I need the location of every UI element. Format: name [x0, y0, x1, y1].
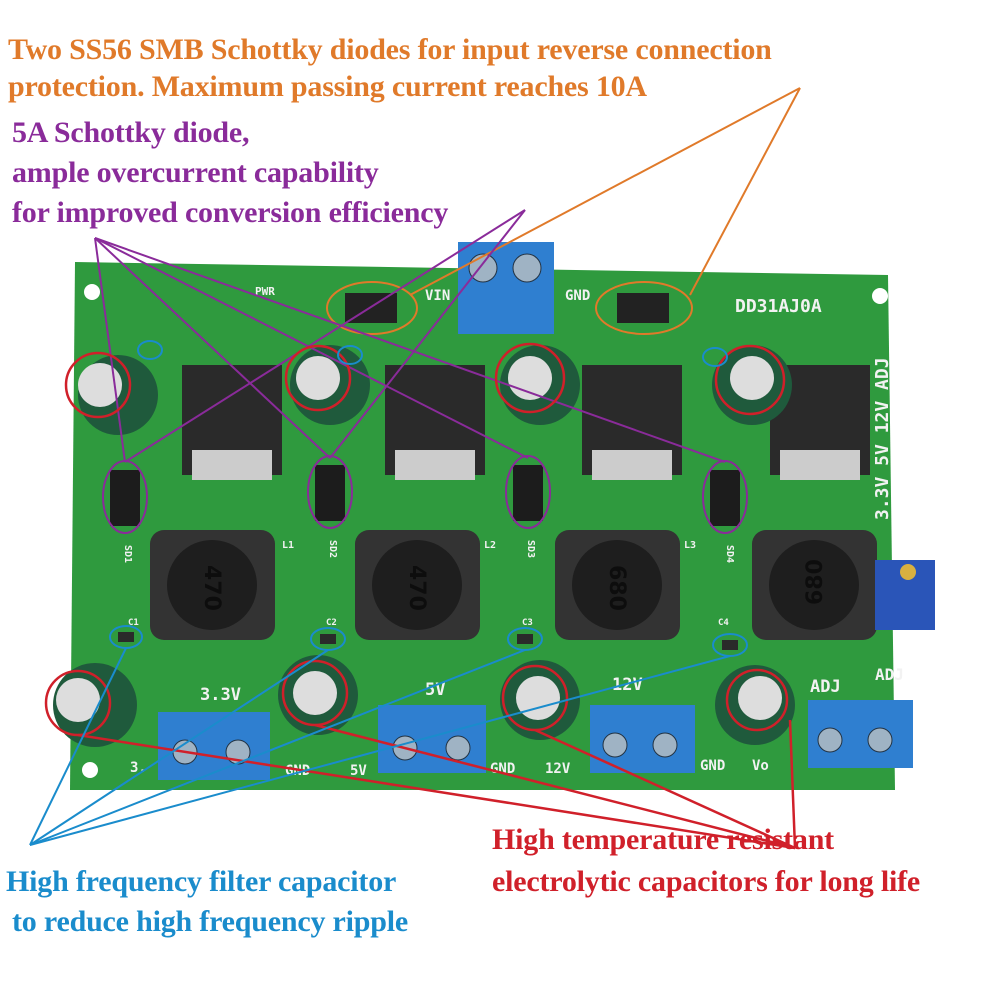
diode-5a-caption-line1: 5A Schottky diode, [12, 116, 250, 149]
terminal-label-3: 5V [350, 763, 367, 779]
output-label-2: 5V [425, 680, 445, 700]
output-label-4: ADJ [810, 677, 841, 697]
inductor-value-2: 470 [404, 565, 429, 611]
model-label: DD31AJ0A [735, 296, 822, 317]
terminal-label-5: 12V [545, 761, 571, 777]
diode-5a-caption-line2: ample overcurrent capability [12, 156, 379, 189]
adj-label: ADJ [875, 665, 904, 684]
cap-ref-3: C3 [522, 618, 533, 628]
terminal-label-4: GND [490, 761, 515, 777]
terminal-label-7: Vo [752, 758, 769, 774]
diodes-input-caption-line1: Two SS56 SMB Schottky diodes for input r… [8, 33, 772, 66]
purple-callouts [94, 209, 748, 534]
inductor-ref-2: L2 [484, 540, 496, 551]
orange-callouts [326, 87, 801, 335]
cap-ref-2: C2 [326, 618, 337, 628]
cap-ref-1: C1 [128, 618, 139, 628]
vin-label: VIN [425, 288, 450, 304]
output-label-3: 12V [612, 675, 643, 695]
inductor-ref-3: L3 [684, 540, 696, 551]
filter-capacitor-caption-line2: to reduce high frequency ripple [12, 905, 409, 938]
diode-ref-3: SD3 [525, 540, 536, 558]
blue-callouts [29, 340, 748, 846]
outputs-side-label: 3.3V 5V 12V ADJ [872, 357, 893, 520]
output-label-1: 3.3V [200, 685, 241, 705]
diode-5a-caption-line3: for improved conversion efficiency [12, 196, 449, 229]
diodes-input-caption-line2: protection. Maximum passing current reac… [8, 70, 647, 103]
diode-ref-1: SD1 [122, 545, 133, 563]
electrolytic-caption-line1: High temperature resistant [492, 823, 834, 856]
inductors [150, 530, 877, 640]
inductor-value-1: 470 [199, 565, 224, 611]
input-terminal [458, 242, 554, 334]
gnd-label: GND [565, 288, 590, 304]
electrolytic-caption-line2: electrolytic capacitors for long life [492, 865, 921, 898]
inductor-value-3: 680 [604, 565, 629, 611]
filter-capacitor-caption-line1: High frequency filter capacitor [6, 865, 397, 898]
diode-ref-2: SD2 [327, 540, 338, 558]
inductor-value-4: 680 [803, 559, 828, 605]
terminal-label-6: GND [700, 758, 725, 774]
pwr-label: PWR [255, 285, 275, 298]
cap-ref-4: C4 [718, 618, 729, 628]
diode-ref-4: SD4 [724, 545, 735, 563]
inductor-ref-1: L1 [282, 540, 294, 551]
